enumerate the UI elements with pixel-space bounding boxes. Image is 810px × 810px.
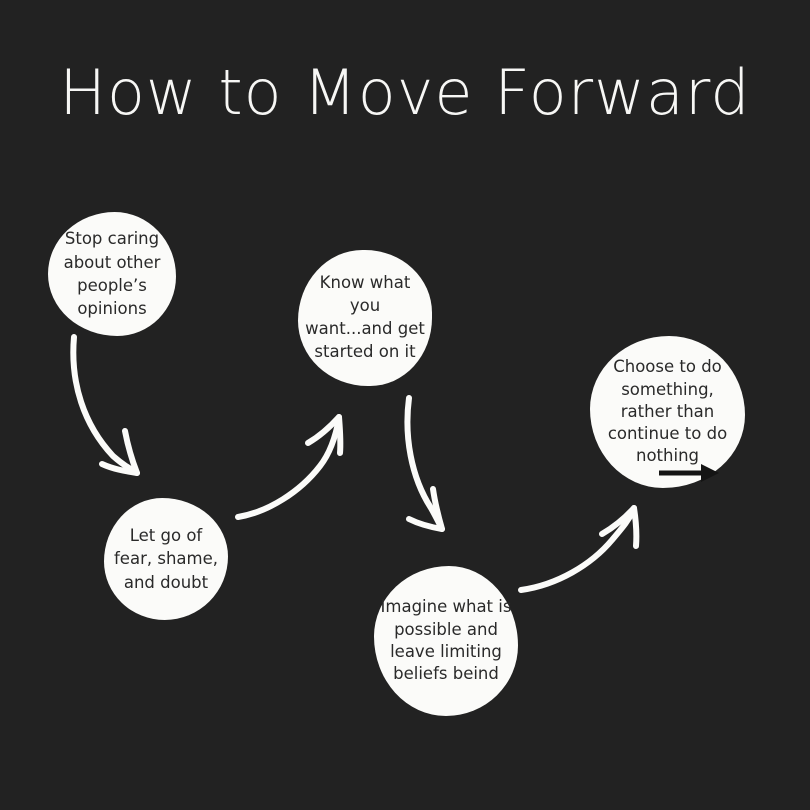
bubble-stop-caring-label: Stop caring about other people’s opinion…	[63, 229, 161, 319]
page-title: How to Move Forward	[59, 56, 751, 129]
bubble-choose-to-do-label: Choose to do something, rather than cont…	[607, 357, 728, 466]
bubble-stop-caring: Stop caring about other people’s opinion…	[48, 212, 176, 336]
arrow-know-what-to-imagine-what	[404, 395, 445, 532]
bubble-imagine-what: Imagine what is possible and leave limit…	[374, 566, 518, 716]
arrow-imagine-what-to-choose-to-do	[518, 505, 640, 593]
bubble-know-what-label: Know what you want...and get started on …	[305, 273, 425, 361]
arrow-stop-caring-to-let-go	[70, 334, 140, 476]
arrow-let-go-to-know-what	[235, 414, 344, 520]
bubble-let-go-label: Let go of fear, shame, and doubt	[114, 525, 218, 592]
bubble-let-go: Let go of fear, shame, and doubt	[104, 498, 228, 620]
bubble-know-what: Know what you want...and get started on …	[298, 250, 432, 386]
bubble-imagine-what-label: Imagine what is possible and leave limit…	[380, 597, 512, 684]
bubble-choose-to-do: Choose to do something, rather than cont…	[590, 336, 745, 488]
